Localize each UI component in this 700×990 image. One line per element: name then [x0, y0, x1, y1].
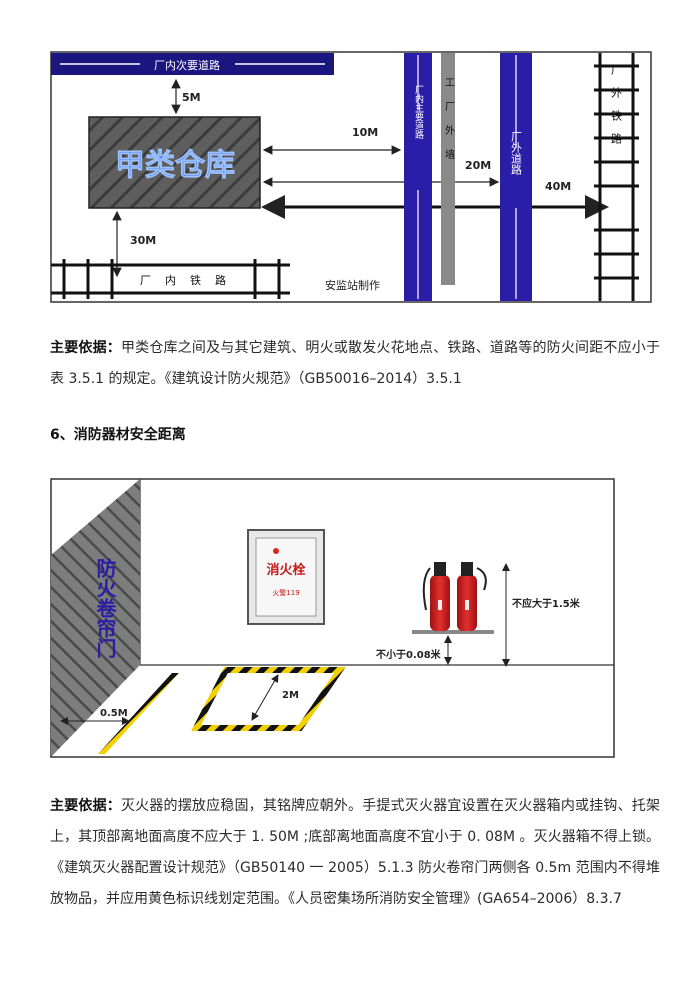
cabinet-phone: 火警119 — [272, 588, 299, 597]
room-frame — [50, 478, 615, 758]
secondary-road-label: 厂内次要道路 — [154, 58, 220, 72]
section-heading: 6、消防器材安全距离 — [50, 427, 186, 443]
credit-text: 安监站制作 — [325, 278, 380, 292]
factory-wall-label: 工厂外墙 — [443, 77, 455, 173]
fire-shutter-door: 防火卷帘门 — [51, 479, 140, 757]
fire-spacing-diagram: 厂内次要道路 5M 甲类仓库 30M 10M 20M 40M 厂内主要道路 工厂… — [50, 51, 652, 303]
basis-text-1: 甲类仓库之间及与其它建筑、明火或散发火花地点、铁路、道路等的防火间距不应小于表 … — [50, 340, 660, 387]
max-height-label: 不应大于1.5米 — [512, 597, 581, 610]
basis-label-1: 主要依据： — [50, 340, 121, 356]
basis-label-2: 主要依据： — [50, 798, 121, 814]
hydrant-cabinet: 消火栓 火警119 — [247, 529, 325, 625]
shutter-caution-line — [98, 673, 179, 754]
outer-road: 厂外道路 — [500, 53, 532, 301]
dist-20m: 20M — [465, 159, 491, 172]
shutter-door-label: 防火卷帘门 — [93, 557, 117, 658]
dist-5m: 5M — [182, 91, 201, 104]
inner-railway: 厂内铁路 — [51, 259, 290, 299]
warehouse-label: 甲类仓库 — [115, 148, 235, 183]
factory-wall: 工厂外墙 — [441, 53, 455, 285]
basis-paragraph-1: 主要依据：甲类仓库之间及与其它建筑、明火或散发火花地点、铁路、道路等的防火间距不… — [50, 333, 660, 395]
dist-10m: 10M — [352, 126, 378, 139]
dist-30m: 30M — [130, 234, 156, 247]
extinguisher-floor-marking — [191, 667, 346, 731]
min-height-label: 不小于0.08米 — [376, 648, 442, 661]
class-a-warehouse: 甲类仓库 — [88, 116, 261, 209]
main-road-label: 厂内主要道路 — [413, 85, 424, 140]
fire-equipment-diagram: 防火卷帘门 0.5M 消火栓 火警119 2M 不应大于1.5米 不小于0.08… — [50, 478, 615, 758]
outer-railway: 厂外铁路 — [594, 53, 639, 301]
dist-05m: 0.5M — [100, 708, 128, 719]
outer-rail-label: 厂外铁路 — [610, 64, 623, 156]
inner-rail-label: 厂内铁路 — [140, 273, 240, 287]
basis-paragraph-2: 主要依据：灭火器的摆放应稳固，其铭牌应朝外。手提式灭火器宜设置在灭火器箱内或挂钩… — [50, 791, 660, 915]
main-internal-road: 厂内主要道路 — [404, 53, 432, 301]
fire-extinguishers — [412, 562, 494, 634]
dist-2m: 2M — [282, 690, 299, 701]
outer-road-label: 厂外道路 — [510, 131, 523, 176]
basis-text-2: 灭火器的摆放应稳固，其铭牌应朝外。手提式灭火器宜设置在灭火器箱内或挂钩、托架上，… — [50, 798, 660, 907]
cabinet-title: 消火栓 — [266, 562, 305, 578]
dist-40m: 40M — [545, 180, 571, 193]
secondary-road: 厂内次要道路 — [51, 53, 334, 75]
